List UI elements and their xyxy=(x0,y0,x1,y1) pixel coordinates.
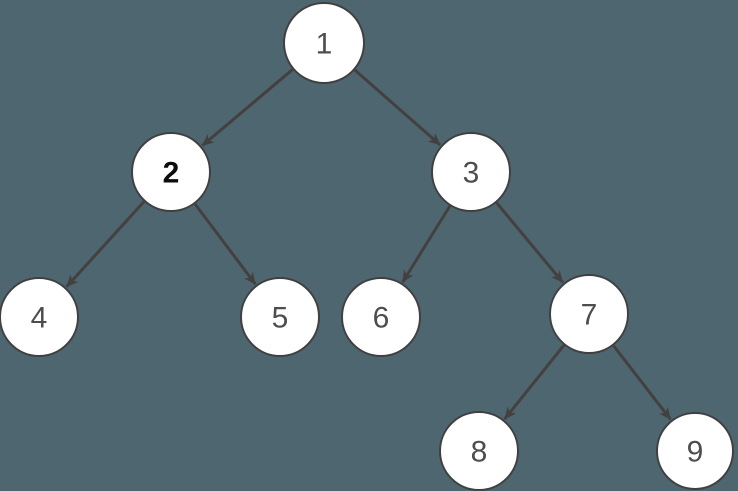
tree-edge-1-3 xyxy=(353,68,442,147)
tree-node-label-4: 4 xyxy=(31,302,48,335)
tree-node-circle-6 xyxy=(341,277,421,357)
tree-edge-3-7 xyxy=(495,201,564,284)
tree-node-1: 1 xyxy=(283,2,365,84)
tree-edge-7-9 xyxy=(612,344,672,421)
tree-edge-2-4 xyxy=(65,200,146,288)
tree-node-7: 7 xyxy=(549,274,629,354)
tree-node-label-7: 7 xyxy=(581,299,598,332)
tree-node-3: 3 xyxy=(431,132,511,212)
tree-edge-7-8 xyxy=(503,344,566,420)
tree-node-label-3: 3 xyxy=(463,157,480,190)
tree-node-circle-2 xyxy=(131,132,211,212)
tree-edge-1-2 xyxy=(201,68,294,147)
tree-node-label-1: 1 xyxy=(316,28,333,61)
tree-node-label-9: 9 xyxy=(687,436,704,469)
tree-node-circle-9 xyxy=(656,412,734,490)
tree-node-label-6: 6 xyxy=(373,302,390,335)
tree-node-circle-5 xyxy=(240,277,320,357)
tree-node-circle-3 xyxy=(431,132,511,212)
tree-node-2: 2 xyxy=(131,132,211,212)
tree-node-circle-8 xyxy=(439,411,519,491)
tree-node-circle-7 xyxy=(549,274,629,354)
tree-node-6: 6 xyxy=(341,277,421,357)
tree-node-5: 5 xyxy=(240,277,320,357)
tree-node-circle-4 xyxy=(0,277,79,357)
tree-node-circle-1 xyxy=(283,2,365,84)
tree-edge-3-6 xyxy=(401,205,452,283)
tree-node-9: 9 xyxy=(656,412,734,490)
tree-edge-2-5 xyxy=(193,203,257,286)
tree-node-4: 4 xyxy=(0,277,79,357)
tree-node-label-2: 2 xyxy=(163,157,180,190)
tree-node-8: 8 xyxy=(439,411,519,491)
tree-node-label-8: 8 xyxy=(471,436,488,469)
tree-node-label-5: 5 xyxy=(272,302,289,335)
